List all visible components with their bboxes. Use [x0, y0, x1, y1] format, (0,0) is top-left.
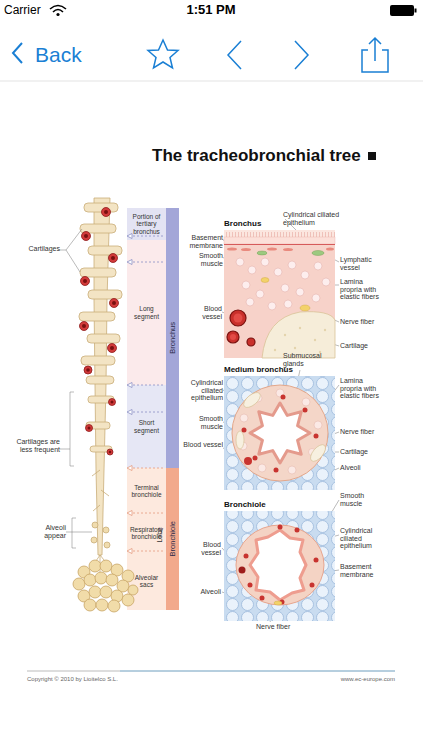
node-heading: Bronchiole — [168, 521, 177, 556]
callout-label: Nerve fiber — [340, 428, 390, 436]
callout-label: Cylindrical ciliated epithelium — [283, 211, 349, 226]
node-heading: Bronchiole — [224, 500, 266, 509]
callout-label: Cartilage — [340, 342, 390, 350]
node-heading: Long segment — [128, 305, 165, 319]
segment-band: Terminal bronchiole — [127, 468, 166, 514]
footer-text: www.ec-europe.com — [295, 676, 395, 683]
node-heading: Alveolar sacs — [128, 574, 165, 588]
callout-label: Cylindrical ciliated epithelium — [181, 379, 223, 402]
callout-label: Smooth muscle — [181, 415, 223, 430]
region-bar: Bronchus — [166, 208, 179, 468]
segment-band: Long segment — [127, 240, 166, 385]
status-text: 1:51 PM — [161, 2, 261, 18]
node-heading: Medium bronchus — [224, 365, 293, 374]
node-heading: Short segment — [128, 419, 165, 433]
leader-lines — [58, 219, 339, 622]
callout-label: Nerve fiber — [340, 318, 390, 326]
segment-band: Alveolar sacs — [127, 552, 166, 610]
bronchiole-section — [224, 511, 335, 621]
callout-label: Alveoli — [340, 464, 390, 472]
medium-bronchus-section — [224, 376, 335, 490]
node-heading: Bronchus — [168, 322, 177, 354]
node-heading: Bronchus — [224, 219, 261, 228]
callout-label: Lymphatic vessel — [340, 256, 382, 271]
tissue-panel: Bronchiole — [224, 511, 335, 621]
callout-label: Blood vessel — [189, 541, 221, 556]
callout-label: Cartilages — [20, 245, 60, 253]
callout-label: Lamina propria with elastic fibers — [340, 377, 384, 400]
callout-label: Submucosal glands — [283, 352, 329, 367]
footer-text: Copyright © 2010 by Lioitelco S.L. — [27, 676, 227, 683]
callout-label: Smooth muscle — [181, 252, 223, 267]
nav-divider — [0, 81, 423, 82]
callout-label: Basement membrane — [181, 234, 223, 249]
title-square — [368, 152, 376, 160]
callout-label: Nerve fiber — [256, 623, 316, 631]
segment-band: Portion of tertiary bronchus — [127, 208, 166, 240]
callout-label: Cartilages are less frequent — [10, 438, 60, 453]
callout-label: Smooth muscle — [340, 492, 384, 507]
region-bar: Bronchiole — [166, 468, 179, 610]
callout-label: Cartilage — [340, 448, 390, 456]
callout-label: Lamina propria with elastic fibers — [340, 278, 384, 301]
footer-rule — [120, 671, 395, 672]
node-heading: Terminal bronchiole — [128, 484, 165, 498]
nav-icons — [13, 38, 388, 72]
tissue-panel: Medium bronchus — [224, 376, 335, 490]
node-heading: Portion of tertiary bronchus — [128, 213, 165, 234]
tissue-panel: Bronchus — [224, 230, 335, 358]
callout-label: Alveoli appear — [30, 524, 66, 539]
callout-label: Alveoli — [189, 588, 221, 596]
segment-band: Short segment — [127, 385, 166, 468]
status-text: Carrier — [4, 3, 64, 17]
bronchus-section — [224, 230, 335, 358]
callout-label: Cylindrical ciliated epithelium — [340, 527, 384, 550]
callout-label: Basement membrane — [340, 563, 384, 578]
footer-rule — [27, 671, 395, 672]
callout-label: Blood vessel — [181, 441, 223, 449]
region-label: Lobe — [156, 527, 164, 543]
callout-label: Blood vessel — [191, 305, 222, 320]
nav-button-label: Back — [35, 42, 105, 67]
diagram-title: The tracheobronchial tree — [152, 146, 361, 166]
